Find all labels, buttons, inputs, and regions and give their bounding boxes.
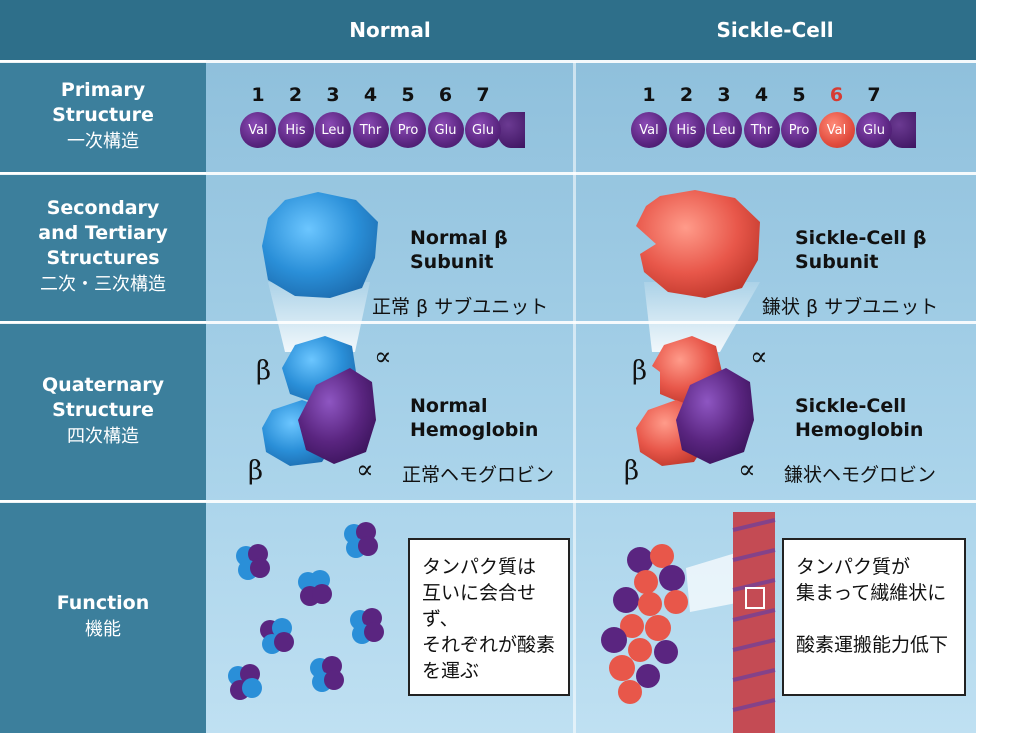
amino-acid-label: Val (248, 122, 268, 138)
row-label-primary-jp: 一次構造 (67, 131, 139, 152)
column-divider (573, 62, 576, 733)
normal-function-box: タンパク質は 互いに会合せず、 それぞれが酸素 を運ぶ (408, 538, 570, 696)
sickle-alpha-symbol-top: ∝ (750, 342, 768, 372)
sickle-polymer-chain (601, 544, 688, 704)
sickle-fiber-texture (732, 518, 776, 712)
amino-acid-label: Pro (788, 122, 810, 138)
residue-number: 1 (642, 84, 656, 106)
secondary-tertiary-art (228, 190, 776, 733)
amino-acid-label: Glu (863, 122, 885, 138)
row-label-function-en: Function (56, 592, 150, 614)
amino-acid-bead: Pro (781, 112, 817, 148)
amino-acid-label: Leu (712, 122, 736, 138)
row-label-quaternary: Quaternary Structure 四次構造 (0, 323, 206, 500)
residue-number: 7 (867, 84, 881, 106)
sickle-beta-label-2: Subunit (795, 251, 879, 273)
header-sickle: Sickle-Cell (574, 0, 976, 60)
residue-number: 7 (476, 84, 490, 106)
residue-number: 3 (326, 84, 340, 106)
residue-number: 1 (251, 84, 265, 106)
amino-acid-label: Val (639, 122, 659, 138)
amino-acid-label: Leu (321, 122, 345, 138)
normal-free-hemoglobins (228, 522, 384, 700)
residue-number: 2 (288, 84, 303, 106)
amino-acid-label: Pro (397, 122, 419, 138)
amino-acid-label: Thr (750, 122, 773, 138)
amino-acid-bead: His (277, 112, 314, 148)
row-label-secondary-jp: 二次・三次構造 (40, 274, 166, 295)
sickle-hemoglobin-label-1: Sickle-Cell (795, 395, 907, 417)
amino-acid-label: Thr (359, 122, 382, 138)
sickle-function-box: タンパク質が 集まって繊維状に 酸素運搬能力低下 (782, 538, 966, 696)
amino-acid-bead: Leu (315, 112, 351, 148)
normal-beta-symbol-top: β (256, 356, 272, 386)
residue-number: 5 (401, 84, 415, 106)
normal-hemoglobin-label-2: Hemoglobin (410, 419, 539, 441)
row-label-quaternary-en: Quaternary Structure (42, 373, 164, 421)
amino-acid-bead: Thr (352, 112, 389, 148)
residue-number: 6 (438, 84, 453, 106)
residue-number: 4 (363, 84, 378, 106)
normal-hemoglobin-label-1: Normal (410, 395, 488, 417)
row-label-quaternary-jp: 四次構造 (67, 425, 139, 447)
amino-acid-label: Val (826, 122, 847, 138)
normal-beta-subunit (262, 192, 378, 298)
row-label-function-jp: 機能 (85, 619, 121, 640)
row-label-primary-en: Primary Structure (52, 79, 154, 126)
amino-acid-bead: Val (631, 112, 667, 148)
sickle-beta-label-jp: 鎌状 β サブユニット (762, 296, 939, 318)
normal-beta-label-1: Normal β (410, 227, 508, 249)
amino-acid-label: Glu (472, 122, 494, 138)
residue-number: 2 (679, 84, 694, 106)
row-label-function: Function 機能 (0, 502, 206, 733)
header-blank (0, 0, 206, 60)
amino-acid-bead: Glu (465, 112, 501, 148)
row-label-primary: Primary Structure 一次構造 (0, 62, 206, 172)
row-divider (0, 500, 976, 503)
residue-number: 5 (792, 84, 806, 106)
normal-hemoglobin-label-jp: 正常ヘモグロビン (402, 464, 555, 486)
zoom-cone (644, 282, 760, 352)
normal-beta-label-2: Subunit (410, 251, 494, 273)
zoom-cone (268, 282, 370, 352)
row-label-secondary: Secondary and Tertiary Structures 二次・三次構… (0, 174, 206, 321)
chain-end-cap (887, 112, 916, 148)
amino-acid-bead: Pro (390, 112, 426, 148)
residue-number: 3 (717, 84, 731, 106)
sickle-fiber (733, 512, 775, 733)
fiber-zoom-marker (745, 587, 765, 609)
normal-alpha-symbol-bottom: ∝ (356, 455, 374, 485)
sickle-hemoglobin-alpha (676, 368, 754, 464)
amino-acid-label: His (676, 122, 697, 138)
amino-acid-bead: Val (818, 112, 855, 148)
row-divider (0, 60, 976, 63)
diagram: Normal Sickle-Cell Primary Structure 一次構… (0, 0, 976, 733)
header-normal: Normal (206, 0, 574, 60)
amino-acid-bead: His (668, 112, 705, 148)
sickle-beta-subunit (636, 190, 760, 298)
residue-number: 6 (829, 84, 844, 106)
normal-hemoglobin-alpha (298, 368, 376, 464)
residue-number: 4 (754, 84, 769, 106)
sickle-hemoglobin-label-2: Hemoglobin (795, 419, 924, 441)
row-divider (0, 172, 976, 175)
amino-acid-bead: Glu (856, 112, 892, 148)
row-label-secondary-en: Secondary and Tertiary Structures (38, 197, 168, 269)
normal-beta-symbol-bottom: β (248, 456, 264, 486)
sickle-beta-label-1: Sickle-Cell β (795, 227, 927, 249)
chain-end-cap (496, 112, 525, 148)
amino-acid-label: Glu (434, 122, 457, 138)
sickle-hemoglobin-label-jp: 鎌状ヘモグロビン (784, 464, 937, 486)
normal-alpha-symbol-top: ∝ (374, 342, 392, 372)
amino-acid-bead: Glu (427, 112, 464, 148)
amino-acid-bead: Val (240, 112, 276, 148)
amino-acid-label: His (285, 122, 306, 138)
sickle-beta-symbol-top: β (632, 356, 648, 386)
sickle-alpha-symbol-bottom: ∝ (738, 455, 756, 485)
sickle-beta-symbol-bottom: β (624, 456, 640, 486)
amino-acid-bead: Thr (743, 112, 780, 148)
amino-acid-bead: Leu (706, 112, 742, 148)
row-divider (0, 321, 976, 324)
normal-beta-label-jp: 正常 β サブユニット (372, 296, 549, 318)
